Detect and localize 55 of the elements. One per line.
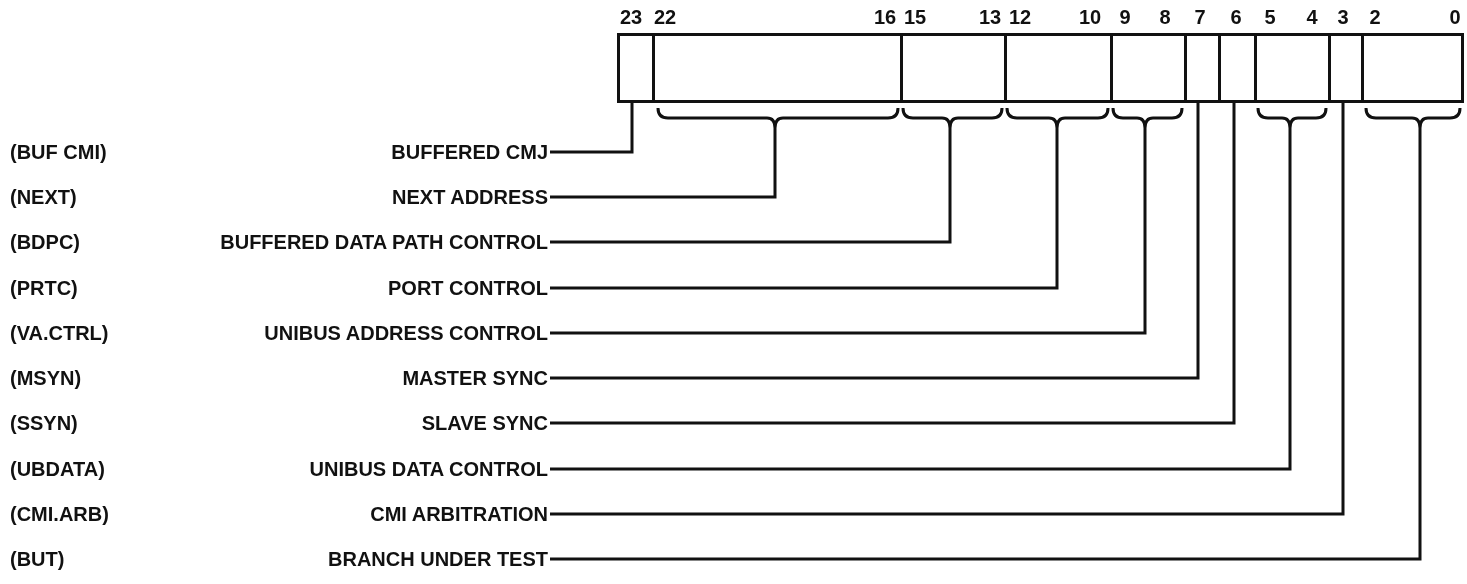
bit-field-box (900, 33, 1007, 103)
bit-field-box (1328, 33, 1364, 103)
bit-number: 15 (903, 6, 927, 28)
field-name: NEXT ADDRESS (392, 186, 548, 208)
bit-number: 7 (1194, 6, 1206, 28)
field-mnemonic: (CMI.ARB) (10, 503, 109, 525)
bit-number: 22 (653, 6, 677, 28)
bit-number: 13 (978, 6, 1002, 28)
leader-line (550, 128, 777, 199)
leader-line (550, 128, 1059, 290)
field-name: UNIBUS DATA CONTROL (309, 458, 548, 480)
bit-field-box (652, 33, 903, 103)
field-mnemonic: (MSYN) (10, 367, 82, 389)
field-mnemonic: (BUF CMI) (10, 141, 107, 163)
bit-number: 10 (1078, 6, 1102, 28)
field-mnemonic: (BDPC) (10, 231, 80, 253)
bit-field-box (1110, 33, 1187, 103)
field-name: PORT CONTROL (388, 277, 548, 299)
bit-number: 8 (1159, 6, 1171, 28)
leader-line (550, 103, 1345, 516)
bit-number: 9 (1119, 6, 1131, 28)
bit-field-box (1254, 33, 1331, 103)
bit-number: 23 (619, 6, 643, 28)
field-mnemonic: (UBDATA) (10, 458, 105, 480)
bit-field-box (1361, 33, 1464, 103)
leader-line (550, 128, 1292, 471)
field-mnemonic: (NEXT) (10, 186, 77, 208)
leader-line (550, 103, 1200, 380)
bit-number: 5 (1264, 6, 1276, 28)
field-name: BUFFERED DATA PATH CONTROL (220, 231, 548, 253)
field-name: BRANCH UNDER TEST (328, 548, 548, 570)
bit-number: 12 (1008, 6, 1032, 28)
leader-line (550, 103, 1236, 425)
bit-field-box (1218, 33, 1257, 103)
bit-number: 3 (1337, 6, 1349, 28)
bit-number: 2 (1369, 6, 1381, 28)
leader-line (550, 103, 634, 154)
field-mnemonic: (PRTC) (10, 277, 78, 299)
field-name: BUFFERED CMJ (391, 141, 548, 163)
field-mnemonic: (SSYN) (10, 412, 78, 434)
leader-line (550, 128, 1422, 561)
bit-number: 0 (1449, 6, 1461, 28)
bit-number: 4 (1306, 6, 1318, 28)
field-mnemonic: (VA.CTRL) (10, 322, 109, 344)
field-mnemonic: (BUT) (10, 548, 65, 570)
leader-line (550, 128, 952, 244)
field-name: CMI ARBITRATION (370, 503, 548, 525)
bit-field-box (617, 33, 655, 103)
bit-number: 16 (873, 6, 897, 28)
field-name: MASTER SYNC (402, 367, 548, 389)
leader-line (550, 128, 1147, 335)
bit-number: 6 (1230, 6, 1242, 28)
bit-field-box (1004, 33, 1113, 103)
field-name: UNIBUS ADDRESS CONTROL (264, 322, 548, 344)
field-name: SLAVE SYNC (421, 412, 548, 434)
